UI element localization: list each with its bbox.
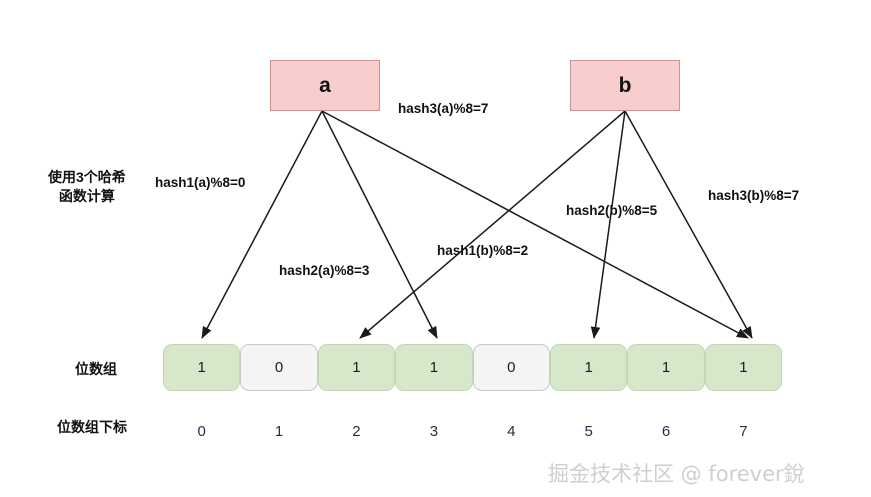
hash-label-hash3-b: hash3(b)%8=7: [708, 188, 800, 203]
hash-label-hash2-b: hash2(b)%8=5: [566, 203, 658, 218]
edge-a-to-0: [201, 110, 323, 339]
bit-cell-3[interactable]: 1: [395, 344, 473, 391]
edge-b-to-5: [590, 110, 626, 339]
element-label-b: b: [618, 73, 632, 97]
hash-label-hash2-a: hash2(a)%8=3: [279, 263, 370, 278]
bit-array-caption: 位数组: [75, 361, 117, 377]
bit-cell-5[interactable]: 1: [549, 344, 628, 391]
hash-label-hash1-a: hash1(a)%8=0: [155, 175, 246, 190]
hash-label-hash1-b: hash1(b)%8=2: [437, 243, 529, 258]
hash-note-line1: 使用3个哈希: [48, 169, 126, 185]
edge-a-to-7: [321, 110, 749, 339]
hash-note-line2: 函数计算: [58, 187, 115, 204]
element-label-a: a: [319, 73, 331, 97]
bit-index-caption: 位数组下标: [57, 419, 127, 435]
bit-index-7: 7: [739, 423, 748, 440]
bit-index-4: 4: [507, 423, 516, 440]
bit-cell-0[interactable]: 1: [163, 344, 241, 391]
bit-cell-7[interactable]: 1: [704, 344, 783, 391]
bit-index-row: 0 1 2 3 4 5 6 7: [163, 423, 782, 440]
edge-b-to-7: [624, 110, 753, 339]
edge-a-to-3: [321, 110, 438, 339]
hash-label-hash3-a: hash3(a)%8=7: [398, 101, 489, 116]
bit-cell-4[interactable]: 0: [472, 344, 550, 391]
edge-b-to-2: [359, 110, 626, 339]
bit-index-0: 0: [197, 423, 206, 440]
bit-index-1: 1: [274, 423, 284, 440]
bit-cell-2[interactable]: 1: [317, 344, 396, 391]
bit-index-3: 3: [429, 423, 439, 440]
bit-index-5: 5: [584, 423, 593, 440]
bit-cell-6[interactable]: 1: [627, 344, 705, 391]
bit-index-2: 2: [352, 423, 361, 440]
element-box-b[interactable]: b: [570, 60, 680, 111]
bit-cell-1[interactable]: 0: [240, 344, 318, 391]
hash-note-caption: 使用3个哈希 函数计算: [48, 168, 126, 206]
bit-index-6: 6: [661, 423, 671, 440]
watermark: 掘金技术社区 @ forever銳: [548, 462, 805, 486]
element-box-a[interactable]: a: [270, 60, 380, 111]
